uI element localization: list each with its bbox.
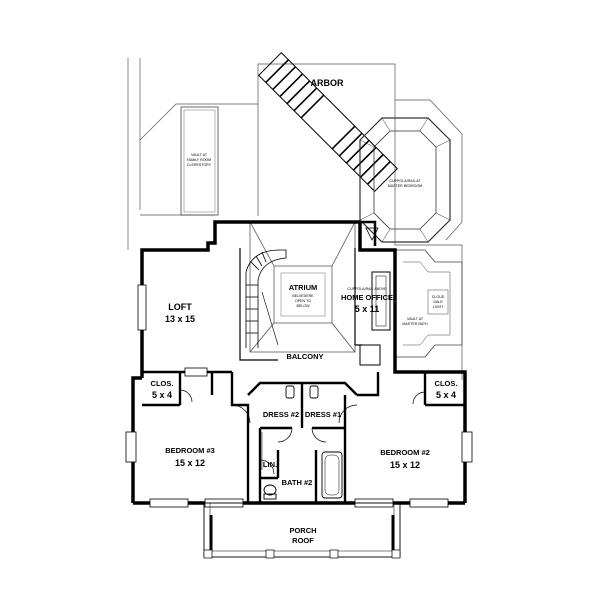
dress-2-label: DRESS #2: [263, 410, 299, 419]
skylight-note-2: GALE: [433, 300, 443, 304]
lin-label: LIN.: [263, 460, 277, 469]
vault-right-note-1: VAULT AT: [407, 317, 424, 321]
bedroom-2-label: BEDROOM #2: [380, 448, 430, 457]
atrium-note-2: OPEN TO: [295, 299, 311, 303]
interior-walls: [142, 370, 465, 503]
vault-right-note-2: MASTER BATH: [402, 322, 428, 326]
skylight-note-1: CLOUD: [432, 295, 445, 299]
arbor-label: ARBOR: [311, 78, 344, 88]
bedroom-2-size: 15 x 12: [390, 460, 420, 470]
vault-family-room: [180, 106, 219, 216]
clos-left-size: 5 x 4: [152, 390, 172, 400]
stair: [245, 249, 287, 348]
vault-master-bath: [395, 249, 463, 358]
lower-floor-outline: [127, 58, 463, 380]
bath-2-label: BATH #2: [282, 478, 313, 487]
porch-roof-label-1: PORCH: [289, 526, 316, 535]
bedroom-3-size: 15 x 12: [175, 458, 205, 468]
atrium-label: ATRIUM: [289, 283, 318, 292]
porch-roof: [203, 502, 401, 559]
vault-left-note-2: FAMILY ROOM: [187, 158, 212, 162]
bedroom-3-label: BEDROOM #3: [165, 446, 215, 455]
loft-size: 13 x 15: [165, 314, 195, 324]
vault-top-right-note-1: CUPPOLA/RAIL AT: [389, 179, 421, 183]
clos-left-label: CLOS.: [151, 379, 174, 388]
arbor-lattice: [257, 51, 399, 193]
home-office-label: HOME OFFICE: [341, 293, 393, 302]
vault-master-bedroom: [359, 117, 451, 243]
vault-left-note-3: CLERESTORY: [187, 163, 212, 167]
home-office-fixtures: [358, 220, 391, 366]
home-office-note: CUPPOLA/RAIL ABOVE: [347, 287, 387, 291]
vault-left-note-1: VAULT AT: [191, 153, 208, 157]
loft-label: LOFT: [168, 302, 192, 312]
atrium-note-3: BELOW: [297, 304, 311, 308]
dress-1-label: DRESS #1: [305, 410, 341, 419]
clos-right-size: 5 x 4: [436, 390, 456, 400]
bath-fixtures: [261, 385, 343, 500]
atrium-note-1: BELVEDERE: [292, 294, 314, 298]
room-labels: ARBOR VAULT AT FAMILY ROOM CLERESTORY CU…: [151, 78, 458, 545]
home-office-size: 5 x 11: [355, 304, 380, 314]
balcony-label: BALCONY: [286, 352, 323, 361]
skylight-note-3: LIGHT: [433, 305, 444, 309]
clos-right-label: CLOS.: [435, 379, 458, 388]
porch-roof-label-2: ROOF: [292, 536, 314, 545]
vault-top-right-note-2: MASTER BEDROOM: [388, 184, 423, 188]
